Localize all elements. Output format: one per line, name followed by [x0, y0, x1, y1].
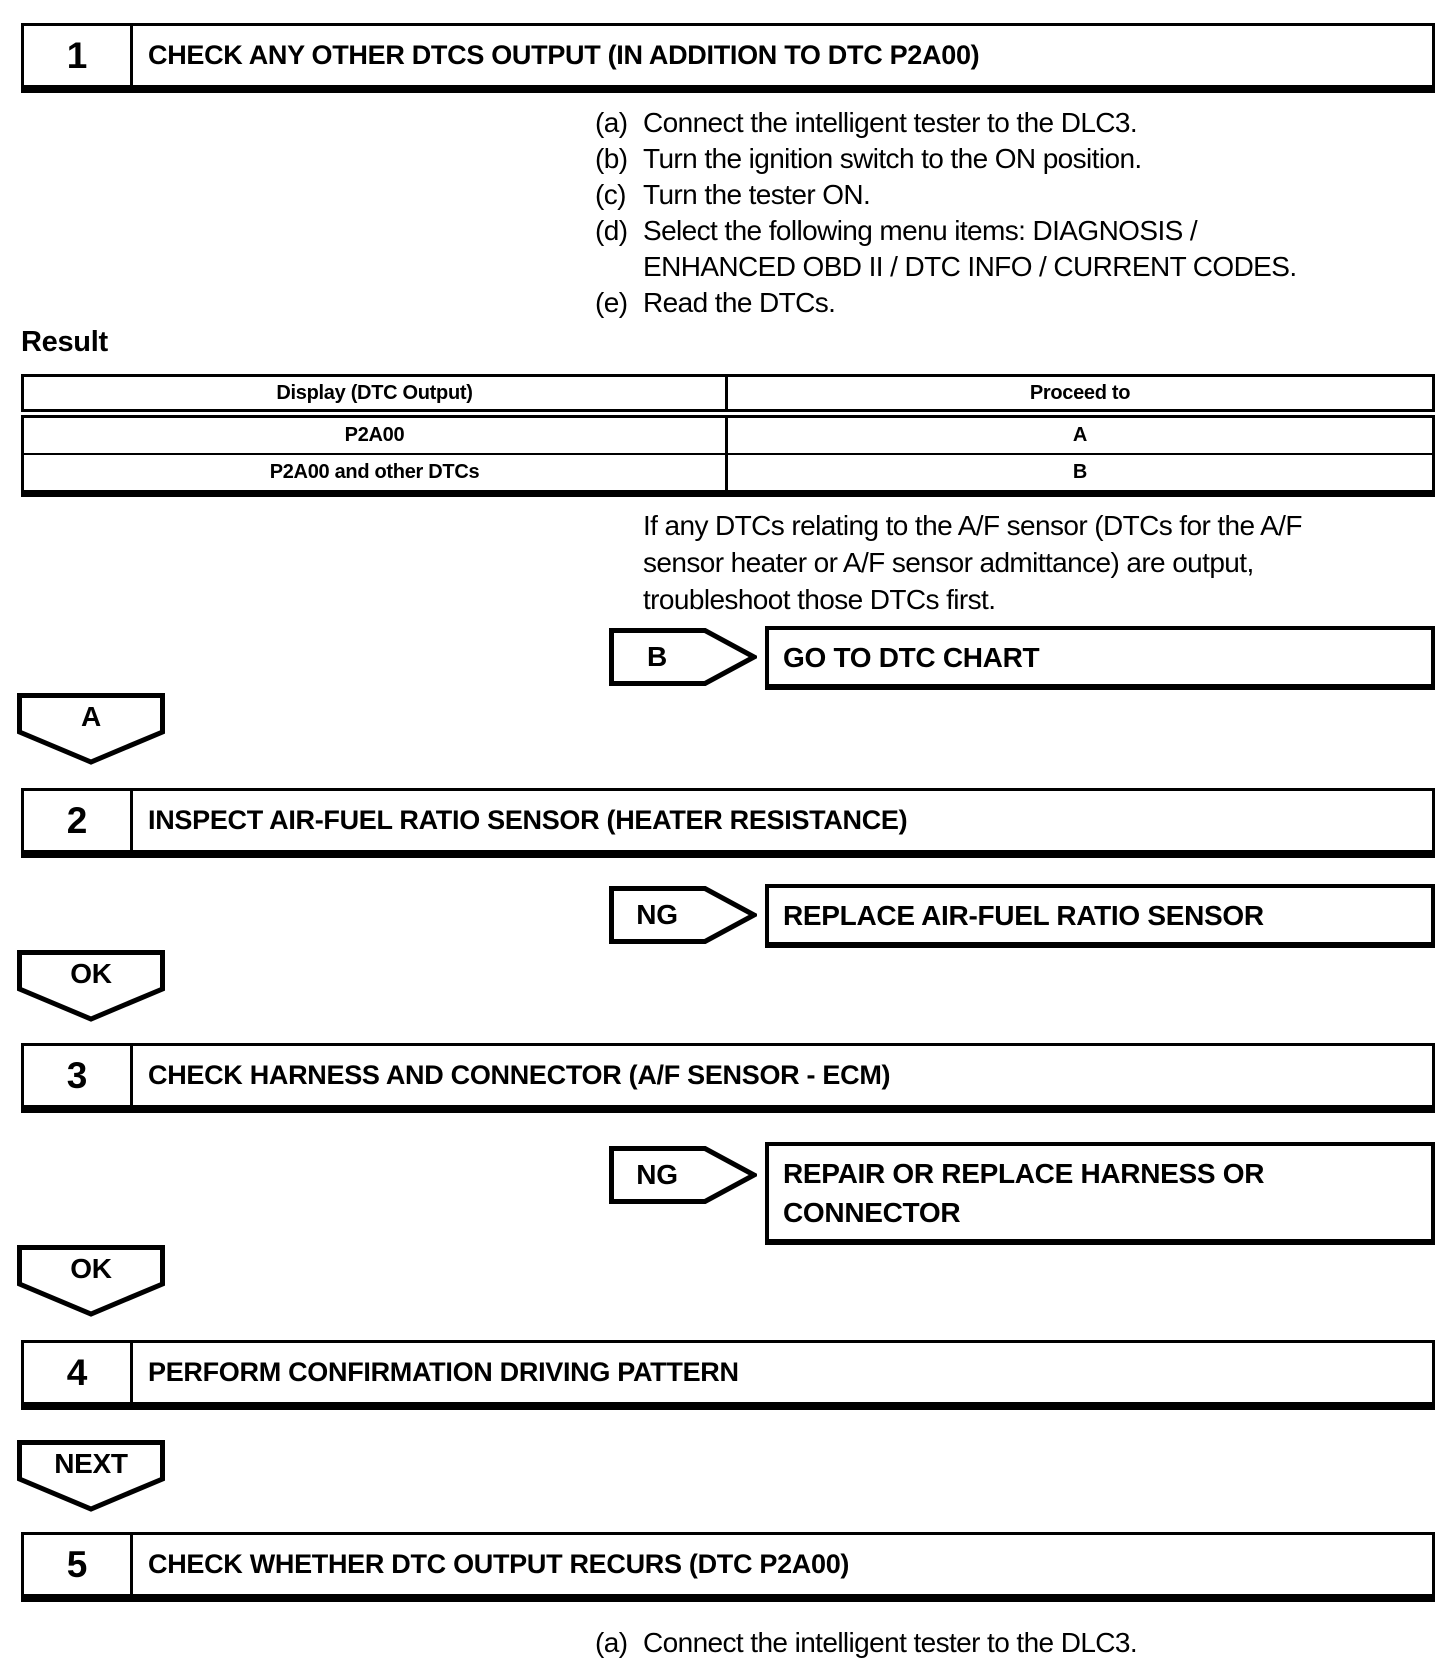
action-label-line1: REPAIR OR REPLACE HARNESS OR [783, 1157, 1265, 1189]
instruction-marker: (b) [595, 143, 628, 174]
note-line: sensor heater or A/F sensor admittance) … [643, 547, 1254, 578]
down-arrow-pentagon-icon [17, 950, 165, 1022]
connector-ok-label: OK [70, 1253, 112, 1284]
table-cell-proceed: A [726, 412, 1434, 454]
connector-a-label: A [81, 701, 101, 732]
step-2-box: 2 INSPECT AIR-FUEL RATIO SENSOR (HEATER … [21, 788, 1435, 858]
step-1-instruction-list: (a) Connect the intelligent tester to th… [595, 105, 1297, 321]
instruction-text: Connect the intelligent tester to the DL… [643, 107, 1138, 138]
connector-ng-label: NG [636, 1159, 678, 1190]
step-5-instruction-list: (a) Connect the intelligent tester to th… [595, 1625, 1138, 1658]
connector-next-label: NEXT [54, 1448, 128, 1479]
connector-b: B [609, 628, 757, 686]
connector-ng-1: NG [609, 886, 757, 944]
instruction-text-line1: Select the following menu items: DIAGNOS… [643, 215, 1198, 246]
step-3-number: 3 [24, 1046, 133, 1105]
step-2-title: INSPECT AIR-FUEL RATIO SENSOR (HEATER RE… [148, 805, 908, 835]
right-arrow-pentagon-icon [609, 886, 757, 944]
instruction-item-a: (a) Connect the intelligent tester to th… [595, 1625, 1138, 1658]
table-header-display: Display (DTC Output) [22, 375, 728, 418]
connector-b-label: B [647, 641, 667, 672]
connector-ok-label: OK [70, 958, 112, 989]
step-5-title: CHECK WHETHER DTC OUTPUT RECURS (DTC P2A… [148, 1549, 850, 1579]
step-1-number: 1 [24, 26, 133, 85]
instruction-text: Select the following menu items: DIAGNOS… [643, 213, 1297, 285]
action-label: GO TO DTC CHART [783, 641, 1040, 673]
step-5-number: 5 [24, 1535, 133, 1594]
instruction-item-b: (b) Turn the ignition switch to the ON p… [595, 141, 1297, 177]
down-arrow-pentagon-icon [17, 693, 165, 765]
connector-next: NEXT [17, 1440, 165, 1512]
right-arrow-pentagon-icon [609, 628, 757, 686]
go-to-dtc-chart-box: GO TO DTC CHART [765, 626, 1435, 690]
step-5-box: 5 CHECK WHETHER DTC OUTPUT RECURS (DTC P… [21, 1532, 1435, 1602]
down-arrow-pentagon-icon [17, 1245, 165, 1317]
instruction-text: Connect the intelligent tester to the DL… [643, 1627, 1138, 1658]
table-row: P2A00 and other DTCs B [22, 452, 1434, 494]
table-row: P2A00 A [22, 412, 1434, 454]
replace-sensor-box: REPLACE AIR-FUEL RATIO SENSOR [765, 884, 1435, 948]
note-line: If any DTCs relating to the A/F sensor (… [643, 510, 1302, 541]
step-4-number: 4 [24, 1343, 133, 1402]
instruction-marker: (a) [595, 1627, 628, 1658]
step-1-title: CHECK ANY OTHER DTCS OUTPUT (IN ADDITION… [148, 40, 980, 70]
af-sensor-note: If any DTCs relating to the A/F sensor (… [643, 507, 1302, 618]
action-label: REPLACE AIR-FUEL RATIO SENSOR [783, 899, 1264, 931]
repair-harness-box: REPAIR OR REPLACE HARNESS OR CONNECTOR [765, 1142, 1435, 1245]
table-cell-display: P2A00 [22, 412, 728, 454]
table-cell-proceed: B [726, 452, 1434, 494]
instruction-marker: (d) [595, 215, 628, 246]
result-table: Display (DTC Output) Proceed to P2A00 A … [21, 374, 1435, 497]
connector-ng-2: NG [609, 1146, 757, 1204]
right-arrow-pentagon-icon [609, 1146, 757, 1204]
action-label-line2: CONNECTOR [783, 1196, 961, 1228]
instruction-item-c: (c) Turn the tester ON. [595, 177, 1297, 213]
note-line: troubleshoot those DTCs first. [643, 584, 996, 615]
connector-ok-1: OK [17, 950, 165, 1022]
table-cell-display: P2A00 and other DTCs [22, 452, 728, 494]
instruction-marker: (c) [595, 179, 626, 210]
step-3-box: 3 CHECK HARNESS AND CONNECTOR (A/F SENSO… [21, 1043, 1435, 1113]
instruction-text: Turn the ignition switch to the ON posit… [643, 143, 1142, 174]
step-1-box: 1 CHECK ANY OTHER DTCS OUTPUT (IN ADDITI… [21, 23, 1435, 93]
instruction-text-line2: ENHANCED OBD II / DTC INFO / CURRENT COD… [643, 251, 1297, 282]
instruction-item-e: (e) Read the DTCs. [595, 285, 1297, 321]
instruction-item-a: (a) Connect the intelligent tester to th… [595, 105, 1297, 141]
step-4-title: PERFORM CONFIRMATION DRIVING PATTERN [148, 1357, 739, 1387]
result-heading: Result [21, 326, 108, 358]
instruction-text: Turn the tester ON. [643, 179, 871, 210]
connector-a: A [17, 693, 165, 765]
instruction-marker: (e) [595, 287, 628, 318]
step-2-number: 2 [24, 791, 133, 850]
step-4-box: 4 PERFORM CONFIRMATION DRIVING PATTERN [21, 1340, 1435, 1410]
table-header-row: Display (DTC Output) Proceed to [22, 375, 1434, 418]
instruction-item-d: (d) Select the following menu items: DIA… [595, 213, 1297, 285]
instruction-text: Read the DTCs. [643, 287, 836, 318]
down-arrow-pentagon-icon [17, 1440, 165, 1512]
connector-ok-2: OK [17, 1245, 165, 1317]
connector-ng-label: NG [636, 899, 678, 930]
step-3-title: CHECK HARNESS AND CONNECTOR (A/F SENSOR … [148, 1060, 891, 1090]
instruction-marker: (a) [595, 107, 628, 138]
table-header-proceed: Proceed to [726, 375, 1434, 418]
